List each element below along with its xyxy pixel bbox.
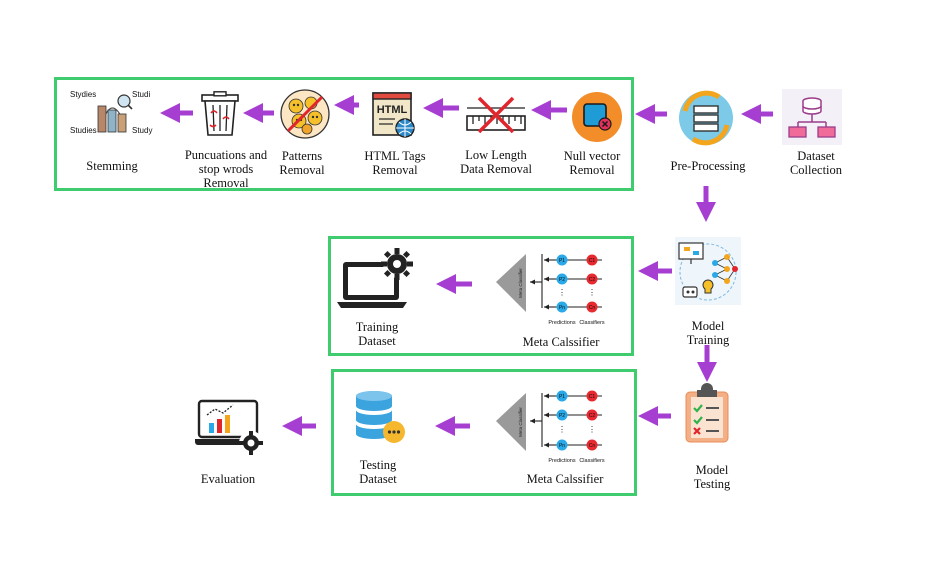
classifier-cn-label: Cn (589, 305, 596, 311)
classifier-c2-label: C2 (589, 277, 596, 283)
html-document-icon: HTML (372, 92, 415, 138)
classifier-c1 (586, 390, 598, 402)
stem-word-2: Studi (132, 90, 151, 99)
stem-word-4: Study (132, 126, 153, 135)
trash-bin-icon (201, 91, 239, 136)
prediction-p1 (556, 390, 568, 402)
prediction-p2 (556, 409, 568, 421)
classifiers-label: Classifiers (579, 458, 605, 464)
model-training-icon (675, 237, 741, 305)
stemming-label: Stemming (86, 159, 138, 173)
testing-clipboard-icon (685, 383, 729, 443)
classifier-c1-label: C1 (589, 394, 596, 400)
preprocessing-server-icon (679, 90, 733, 146)
dots-classifiers: ⋮ (588, 425, 596, 434)
stem-word-3: Studies (70, 126, 97, 135)
pre-processing-label: Pre-Processing (670, 159, 746, 173)
prediction-pn-label: Pn (559, 443, 565, 449)
meta-classifier-diagram-testing: Meta Classifier P1 P2 Pn C1 C2 Cn ⋮ ⋮ Pr… (496, 390, 605, 464)
meta-classifier-label-training: Meta Calssifier (522, 335, 600, 349)
dots-classifiers: ⋮ (588, 288, 596, 297)
classifier-cn-label: Cn (589, 443, 596, 449)
stem-word-1: Stydies (70, 90, 97, 99)
classifier-cn (586, 439, 598, 451)
classifiers-label: Classifiers (579, 320, 605, 326)
prediction-pn (556, 439, 568, 451)
prediction-p1-label: P1 (559, 258, 565, 264)
prediction-p2-label: P2 (559, 277, 565, 283)
prediction-p1-label: P1 (559, 394, 565, 400)
prediction-pn (556, 301, 568, 313)
classifier-c2 (586, 409, 598, 421)
meta-vertical-label: Meta Classifier (518, 407, 523, 437)
prediction-p1 (556, 254, 568, 266)
prediction-p2 (556, 273, 568, 285)
laptop-gear-icon (337, 248, 413, 308)
prediction-pn-label: Pn (559, 305, 565, 311)
stemming-icon: Stydies Studi Studies Study (68, 88, 156, 140)
low-length-ruler-icon (466, 96, 526, 134)
meta-classifier-diagram: Meta Classifier P1 P2 Pn C1 C2 Cn ⋮ ⋮ Pr… (496, 254, 605, 326)
evaluation-chart-icon (195, 399, 263, 455)
meta-vertical-label: Meta Classifier (518, 268, 523, 298)
null-vector-icon (572, 92, 622, 142)
testing-box (331, 369, 637, 496)
classifier-c1 (586, 254, 598, 266)
svg-text:HTML: HTML (377, 104, 408, 116)
dots-predictions: ⋮ (558, 288, 566, 297)
classifier-cn (586, 301, 598, 313)
emoji-patterns-icon (280, 89, 330, 139)
meta-classifier-label-testing: Meta Calssifier (526, 472, 604, 486)
database-network-icon (782, 89, 842, 145)
evaluation-label: Evaluation (200, 472, 256, 486)
predictions-label: Predictions (548, 320, 575, 326)
classifier-c2-label: C2 (589, 413, 596, 419)
classifier-c2 (586, 273, 598, 285)
prediction-p2-label: P2 (559, 413, 565, 419)
classifier-c1-label: C1 (589, 258, 596, 264)
preprocessing-steps-box (54, 77, 634, 191)
training-box (328, 236, 634, 356)
predictions-label: Predictions (548, 458, 575, 464)
database-chat-icon (356, 391, 405, 443)
dots-predictions: ⋮ (558, 425, 566, 434)
